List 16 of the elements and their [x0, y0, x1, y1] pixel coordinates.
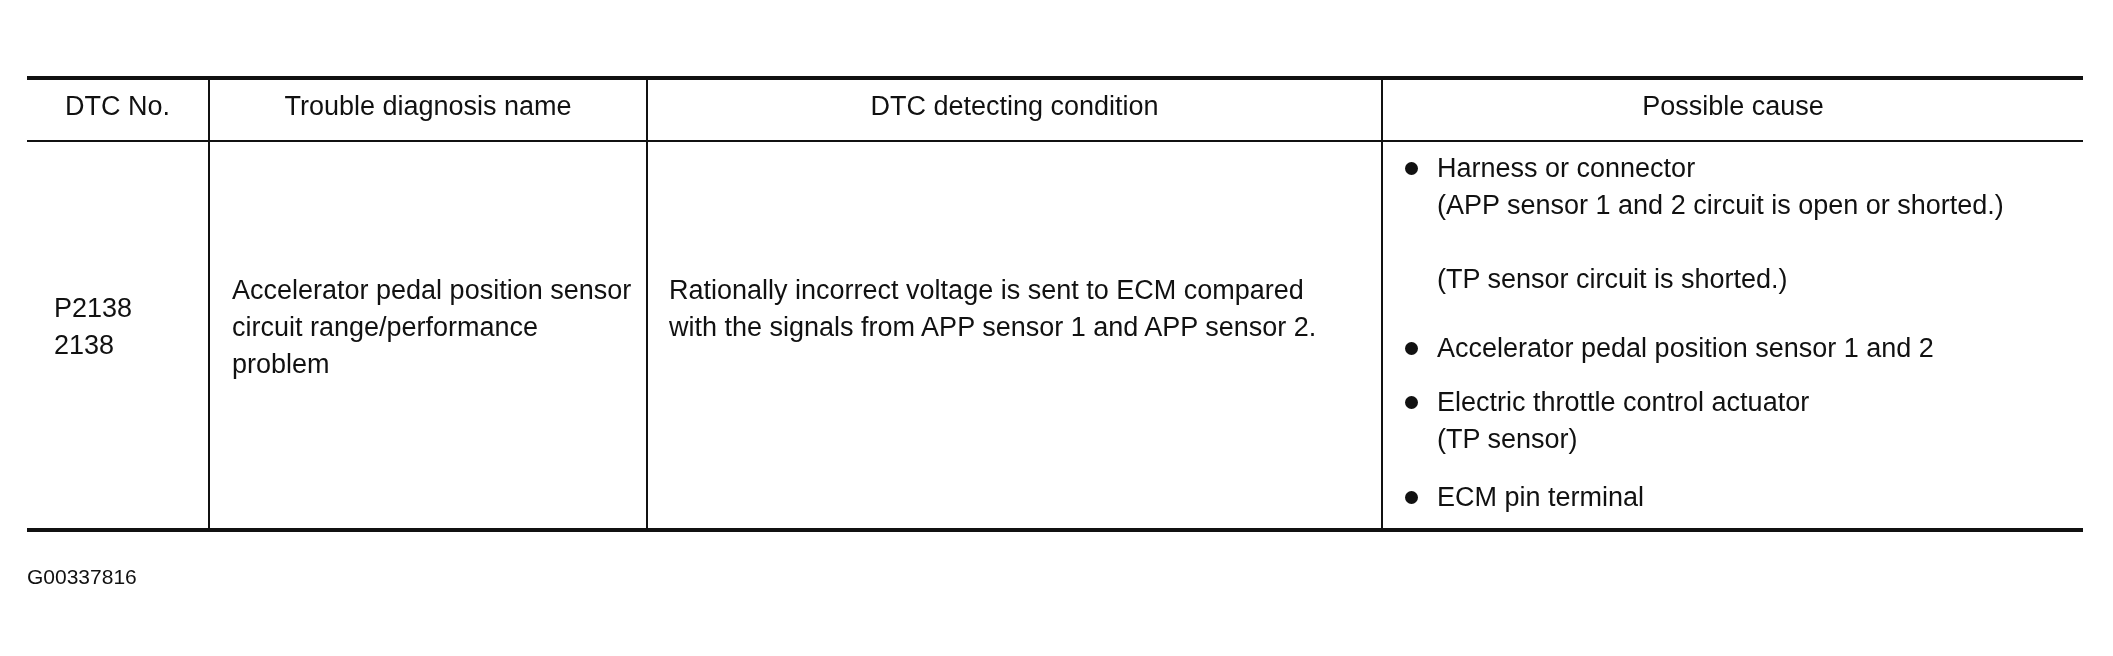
- list-item: Harness or connector: [1437, 152, 1696, 185]
- figure-code: G00337816: [27, 564, 137, 590]
- list-item: (TP sensor): [1437, 423, 1578, 456]
- column-header: DTC detecting condition: [869, 90, 1160, 123]
- list-item: Accelerator pedal position sensor 1 and 2: [1437, 332, 1934, 365]
- list-item: Electric throttle control actuator: [1437, 386, 1810, 419]
- table-cell-text: Rationally incorrect voltage is sent to ECM compared with the signals from APP sensor 1 and APP sensor 2.: [669, 274, 1318, 344]
- column-header: DTC No.: [64, 90, 171, 123]
- list-item: ECM pin terminal: [1437, 481, 1645, 514]
- table-cell-text: P2138: [54, 292, 133, 325]
- column-header: Possible cause: [1641, 90, 1825, 123]
- list-item: (TP sensor circuit is shorted.): [1437, 263, 1788, 296]
- list-item: (APP sensor 1 and 2 circuit is open or shorted.): [1437, 189, 2004, 222]
- column-header: Trouble diagnosis name: [283, 90, 573, 123]
- table-cell-text: Accelerator pedal position sensor circuit range/performance problem: [232, 274, 632, 381]
- table-cell-text: 2138: [54, 329, 115, 362]
